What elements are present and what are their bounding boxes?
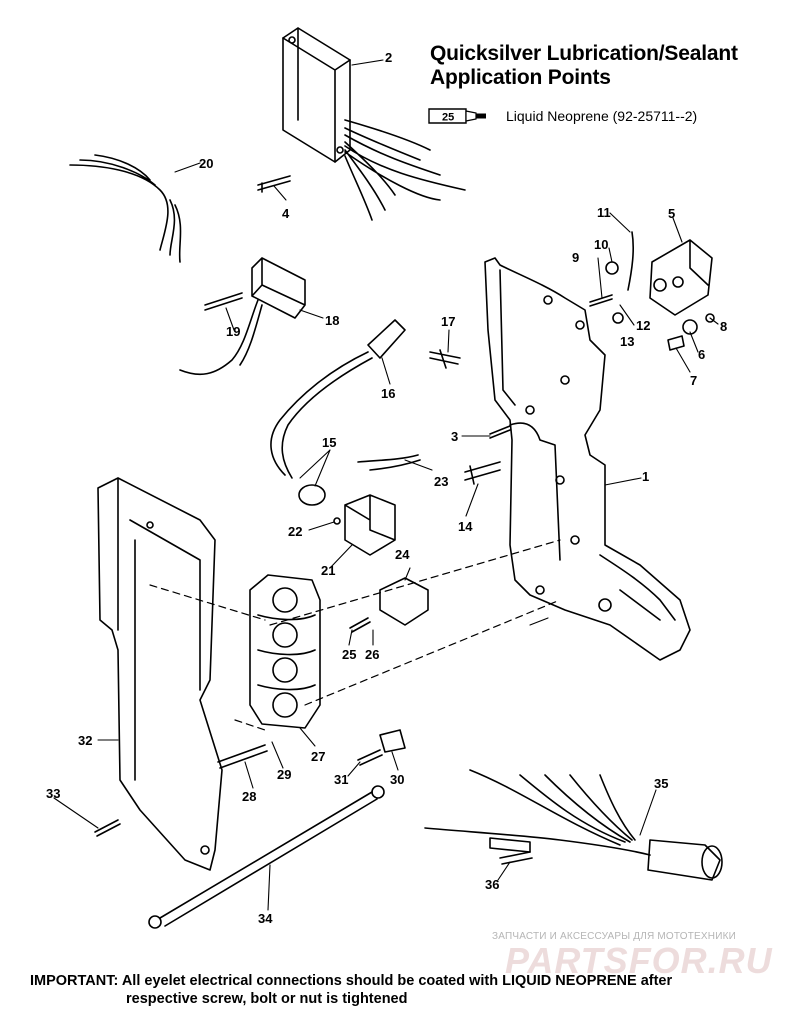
callout-8: 8	[720, 319, 727, 334]
callout-20: 20	[199, 156, 213, 171]
nut-22-part	[333, 517, 341, 525]
watermark-tagline: ЗАПЧАСТИ И АКСЕССУАРЫ ДЛЯ МОТОТЕХНИКИ	[492, 931, 737, 942]
plug-17-part	[429, 349, 461, 369]
washer-8-part	[705, 313, 715, 323]
callout-7: 7	[690, 373, 697, 388]
callout-33: 33	[46, 786, 60, 801]
screw-33-part	[94, 819, 121, 837]
important-note-line1: IMPORTANT: All eyelet electrical connect…	[30, 973, 673, 989]
callout-10: 10	[594, 237, 608, 252]
ignition-coil-21-part	[344, 494, 396, 556]
callout-18: 18	[325, 313, 339, 328]
switch-box-part	[282, 27, 466, 221]
nut-13-part	[612, 312, 624, 324]
bolt-28-part	[217, 744, 268, 769]
harness-20-part	[69, 154, 182, 263]
screw-25-part	[349, 617, 371, 633]
alignment-lines	[149, 539, 561, 731]
sealant-tube-number: 25	[442, 112, 454, 124]
sealant-tube-icon: 25	[428, 107, 490, 125]
callout-12: 12	[636, 318, 650, 333]
callout-16: 16	[381, 386, 395, 401]
callout-11: 11	[597, 205, 611, 220]
mounting-plate-1-part	[484, 257, 691, 661]
leader-lines	[53, 59, 719, 911]
sealant-legend-text: Liquid Neoprene (92-25711--2)	[506, 108, 698, 124]
screw-4-part	[257, 175, 291, 193]
callout-35: 35	[654, 776, 668, 791]
callout-24: 24	[395, 547, 410, 562]
callout-labels: 1 2 3 4 5 6 7 8 9 10 11 12 13 14 15 16 1…	[46, 50, 727, 926]
module-24-part	[379, 577, 429, 626]
screw-31-part	[357, 749, 383, 766]
callout-19: 19	[226, 324, 240, 339]
screw-19-part	[204, 292, 243, 311]
callout-29: 29	[277, 767, 291, 782]
callout-9: 9	[572, 250, 579, 265]
callout-17: 17	[441, 314, 455, 329]
important-note: IMPORTANT: All eyelet electrical connect…	[30, 972, 790, 1008]
bolt-14-part	[464, 461, 501, 485]
harness-35-part	[424, 769, 723, 881]
callout-6: 6	[698, 347, 705, 362]
callout-4: 4	[282, 206, 290, 221]
callout-31: 31	[334, 772, 348, 787]
callout-5: 5	[668, 206, 675, 221]
cover-32-part	[97, 477, 223, 871]
callout-3: 3	[451, 429, 458, 444]
ground-strap-34-part	[148, 785, 385, 929]
fuse-36-part	[499, 851, 533, 865]
callout-21: 21	[321, 563, 335, 578]
solenoid-5-part	[649, 239, 713, 316]
diagram-title-block: Quicksilver Lubrication/Sealant Applicat…	[430, 42, 770, 90]
callout-1: 1	[642, 469, 649, 484]
callout-22: 22	[288, 524, 302, 539]
callout-30: 30	[390, 772, 404, 787]
callout-28: 28	[242, 789, 256, 804]
callout-15: 15	[322, 435, 336, 450]
lead-23-part	[357, 454, 421, 471]
callout-26: 26	[365, 647, 379, 662]
callout-27: 27	[311, 749, 325, 764]
callout-23: 23	[434, 474, 448, 489]
callout-32: 32	[78, 733, 92, 748]
coil-pack-27-part	[249, 574, 321, 729]
screw-3-part	[489, 425, 511, 439]
rectifier-18-part	[179, 257, 306, 376]
clamp-30-part	[379, 729, 406, 753]
diagram-title: Quicksilver Lubrication/Sealant Applicat…	[430, 42, 738, 89]
callout-14: 14	[458, 519, 473, 534]
spacer-7-part	[667, 335, 685, 351]
lead-16-part	[270, 319, 406, 506]
callout-34: 34	[258, 911, 273, 926]
callout-2: 2	[385, 50, 392, 65]
callout-25: 25	[342, 647, 356, 662]
callout-13: 13	[620, 334, 634, 349]
screw-9-part	[589, 294, 613, 307]
lead-11-part	[627, 231, 635, 291]
nut-6-part	[682, 319, 698, 335]
callout-36: 36	[485, 877, 499, 892]
washer-10-part	[605, 261, 619, 275]
important-note-line2: respective screw, bolt or nut is tighten…	[126, 991, 408, 1007]
sealant-legend: 25 Liquid Neoprene (92-25711--2)	[428, 104, 697, 128]
watermark-logo: PARTSFOR.RU	[505, 940, 773, 981]
